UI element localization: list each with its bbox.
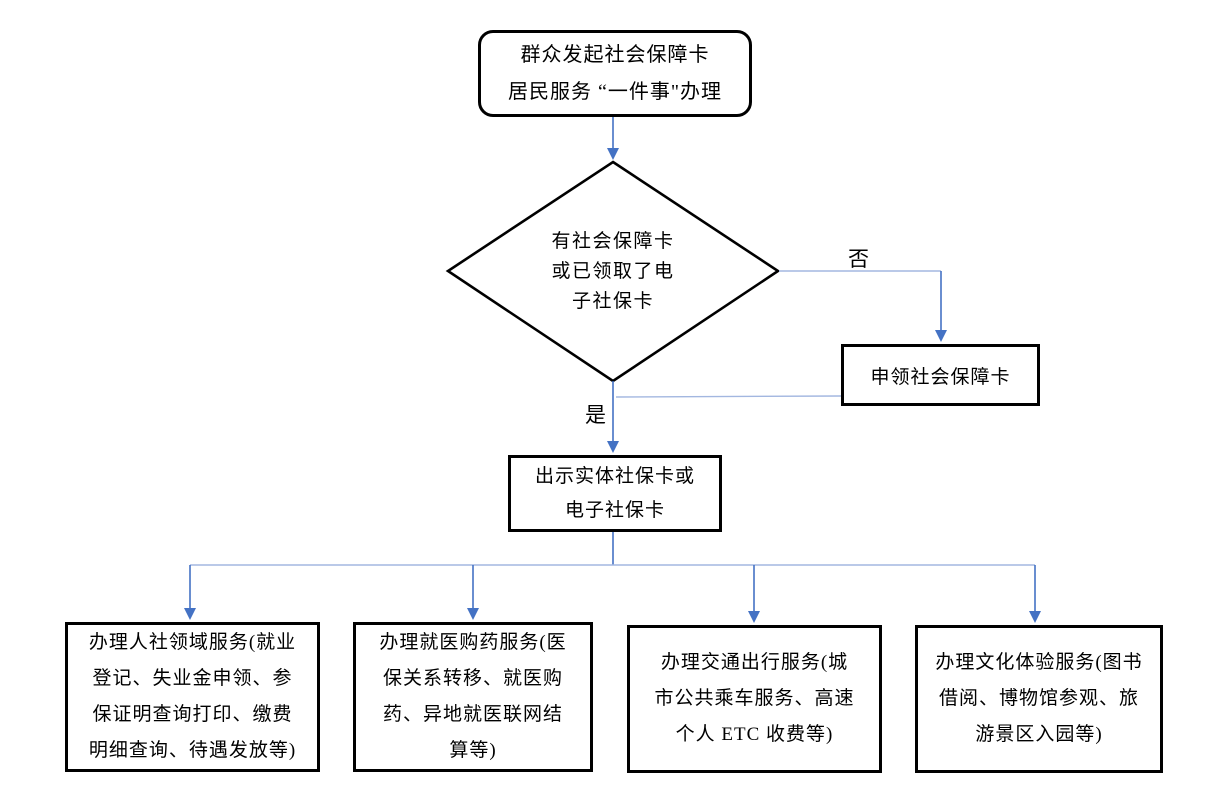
node-show-card: 出示实体社保卡或 电子社保卡: [508, 455, 722, 532]
arrowhead-yes-to-show: [607, 441, 619, 453]
node-show-card-line-1: 出示实体社保卡或: [534, 465, 695, 487]
arrowhead-start-to-decision: [607, 148, 619, 160]
node-service-medical-line-2: 保关系转移、就医购: [382, 668, 563, 689]
node-service-hr-line-2: 登记、失业金申领、参: [92, 668, 293, 689]
node-service-culture-line-3: 游景区入园等): [975, 724, 1103, 745]
edge-apply-return: [615, 395, 842, 398]
node-decision-line-1: 有社会保障卡: [551, 231, 675, 252]
node-service-medical-line-3: 药、异地就医联网结: [382, 704, 563, 725]
node-apply-card-label: 申领社会保障卡: [870, 366, 1011, 388]
node-service-transport: 办理交通出行服务(城 市公共乘车服务、高速 个人 ETC 收费等): [627, 625, 882, 773]
arrowhead-service-3: [748, 611, 760, 623]
node-decision-line-2: 或已领取了电: [551, 261, 675, 282]
node-service-hr: 办理人社领域服务(就业 登记、失业金申领、参 保证明查询打印、缴费 明细查询、待…: [65, 622, 320, 772]
node-service-hr-line-3: 保证明查询打印、缴费: [92, 704, 293, 725]
node-apply-card: 申领社会保障卡: [841, 344, 1040, 406]
node-start-line-1: 群众发起社会保障卡: [520, 43, 710, 66]
node-decision-label: 有社会保障卡 或已领取了电 子社保卡: [503, 227, 723, 317]
node-service-medical-line-4: 算等): [449, 740, 497, 761]
node-service-transport-line-2: 市公共乘车服务、高速: [654, 688, 855, 709]
node-service-culture: 办理文化体验服务(图书 借阅、博物馆参观、旅 游景区入园等): [915, 625, 1163, 773]
arrowhead-service-4: [1029, 611, 1041, 623]
node-service-culture-line-2: 借阅、博物馆参观、旅: [938, 688, 1139, 709]
node-service-transport-line-1: 办理交通出行服务(城: [660, 652, 849, 673]
edge-label-yes: 是: [585, 403, 606, 427]
arrowhead-service-2: [467, 608, 479, 620]
node-service-transport-line-3: 个人 ETC 收费等): [675, 724, 834, 745]
node-show-card-line-2: 电子社保卡: [564, 499, 665, 521]
node-start-line-2: 居民服务 “一件事"办理: [507, 80, 723, 103]
node-service-hr-line-1: 办理人社领域服务(就业: [88, 632, 297, 653]
node-start: 群众发起社会保障卡 居民服务 “一件事"办理: [478, 30, 752, 117]
node-service-medical-line-1: 办理就医购药服务(医: [379, 632, 567, 653]
node-decision-line-3: 子社保卡: [571, 291, 654, 312]
node-service-culture-line-1: 办理文化体验服务(图书: [935, 652, 1143, 673]
edge-label-no: 否: [848, 247, 869, 271]
arrowhead-no-to-apply: [935, 330, 947, 342]
arrowhead-service-1: [184, 608, 196, 620]
node-service-hr-line-4: 明细查询、待遇发放等): [88, 740, 297, 761]
node-service-medical: 办理就医购药服务(医 保关系转移、就医购 药、异地就医联网结 算等): [353, 622, 593, 772]
